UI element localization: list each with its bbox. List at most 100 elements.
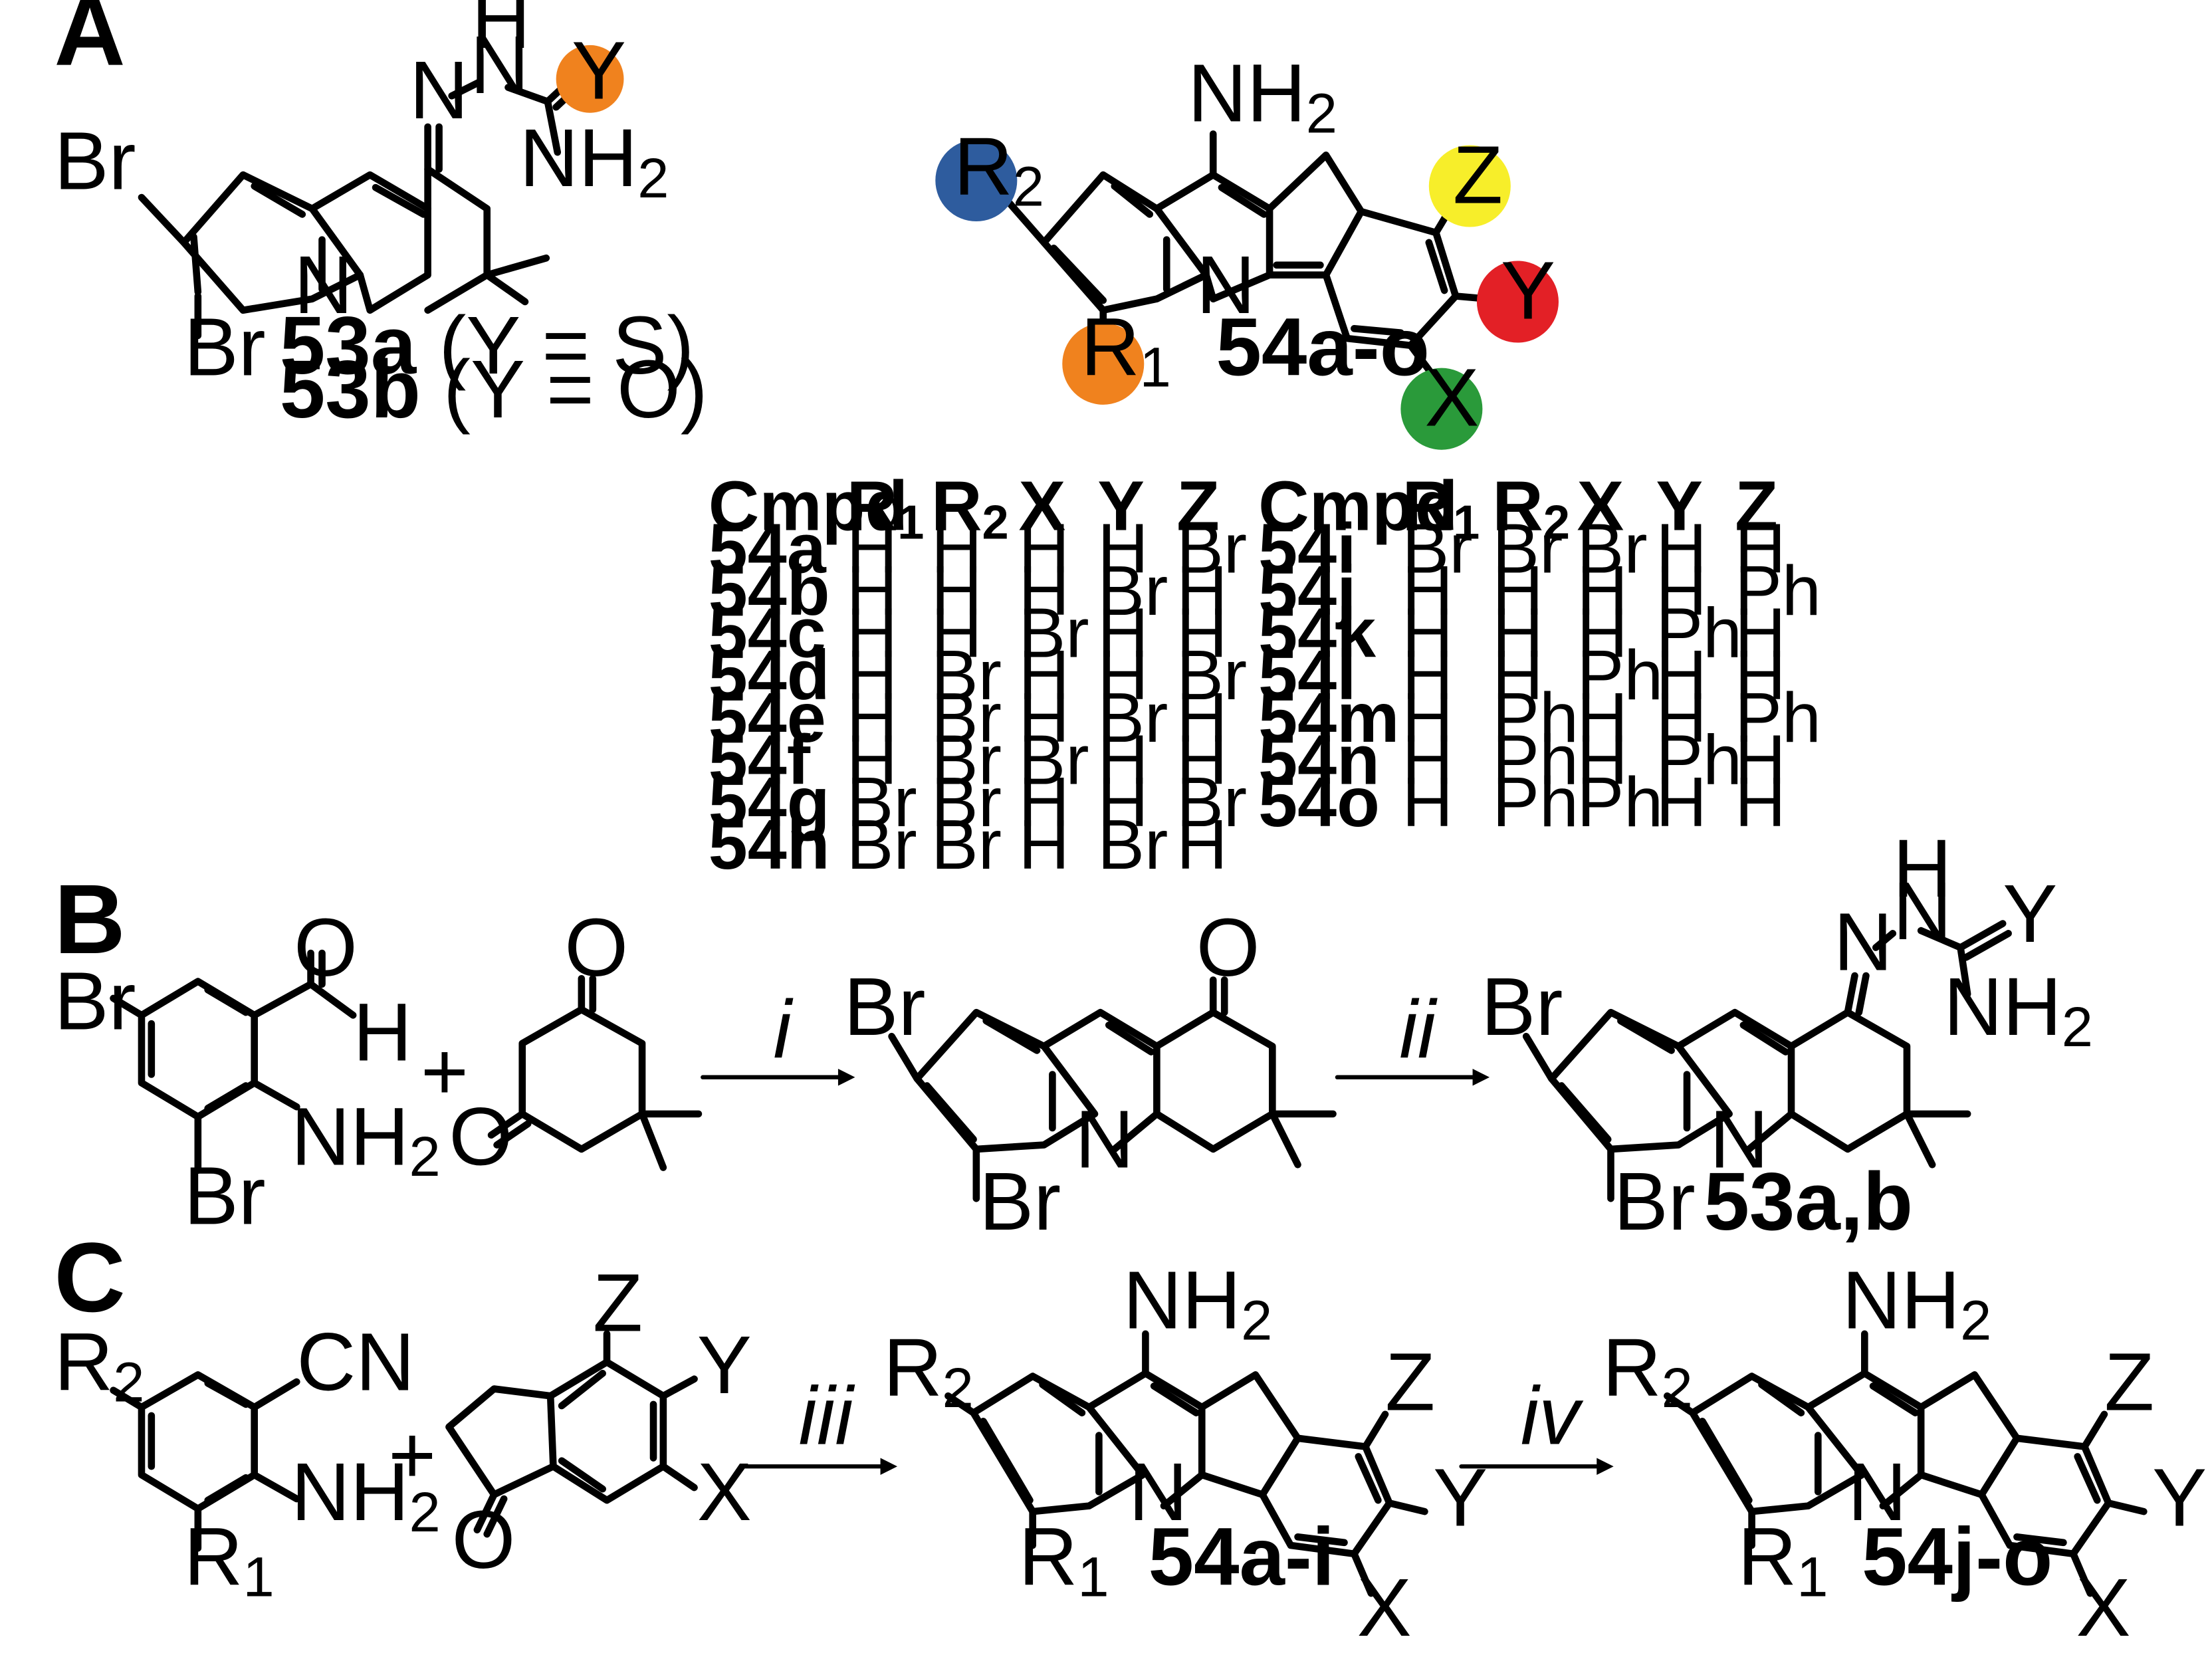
step-label-ii: ii xyxy=(1399,984,1438,1075)
structure-aminobenzonitrile-skeleton xyxy=(110,1371,300,1552)
substituent-y-label: Y xyxy=(2152,1452,2207,1543)
panel-label-b: B xyxy=(54,865,125,974)
table-cell-value: Ph xyxy=(1492,763,1579,841)
table-header-r1: R1 xyxy=(1402,467,1480,550)
table-cell-compound: 54h xyxy=(709,806,830,884)
atom-cn: CN xyxy=(296,1317,415,1408)
table-cell-value: Br xyxy=(1402,509,1472,588)
table-cell-compound: 54k xyxy=(1258,594,1377,673)
substituent-z-label: Z xyxy=(2104,1337,2154,1428)
table-header-r1: R1 xyxy=(847,467,925,550)
table-cell-value: H xyxy=(931,594,982,673)
table-cell-value: H xyxy=(1577,720,1628,799)
table-cell-value: H xyxy=(847,636,898,715)
plus-sign: + xyxy=(388,1410,436,1501)
substituent-r2-label: R2 xyxy=(54,1317,144,1414)
table-cell-value: Br xyxy=(847,806,917,884)
table-cell-value: Br xyxy=(1176,509,1247,588)
table-cell-value: Br xyxy=(931,679,1002,757)
substituent-r1-label: R1 xyxy=(1737,1511,1828,1608)
atom-n: N xyxy=(1893,866,1952,957)
table-cell-value: H xyxy=(1577,594,1628,673)
table-cell-value: H xyxy=(1097,720,1149,799)
table-cell-compound: 54j xyxy=(1258,552,1356,630)
table-cell-value: H xyxy=(931,509,982,588)
table-header-cmpd: Cmpd xyxy=(1258,467,1458,546)
table-cell-value: Ph xyxy=(1735,552,1821,630)
table-cell-value: H xyxy=(1176,594,1228,673)
table-cell-value: H xyxy=(1176,806,1228,884)
table-cell-value: Br xyxy=(1176,636,1247,715)
table-cell-compound: 54g xyxy=(709,763,830,841)
table-cell-value: Br xyxy=(931,806,1002,884)
table-cell-compound: 54n xyxy=(1258,720,1380,799)
table-cell-value: Ph xyxy=(1656,720,1742,799)
table-cell-value: Ph xyxy=(1735,679,1821,757)
table-cell-value: Br xyxy=(1018,720,1089,799)
reaction-arrow-iii xyxy=(742,1458,898,1475)
structure-dimedone-skeleton xyxy=(487,974,703,1171)
table-cell-value: H xyxy=(1176,720,1228,799)
atom-nh2: NH2 xyxy=(1188,48,1337,144)
table-header-r2: R2 xyxy=(1492,467,1570,550)
atom-nh2: NH2 xyxy=(520,113,669,209)
step-label-iv: iv xyxy=(1521,1371,1584,1462)
r2-substituent-circle xyxy=(935,140,1018,222)
step-label-iii: iii xyxy=(799,1371,856,1462)
table-cell-compound: 54f xyxy=(709,720,811,799)
table-header-x: X xyxy=(1577,467,1624,546)
table-cell-value: H xyxy=(1735,763,1786,841)
substituent-r1-label: R1 xyxy=(184,1511,275,1608)
atom-h: H xyxy=(1893,824,1952,915)
table-cell-value: H xyxy=(1492,636,1543,715)
structure-54a-i-skeleton xyxy=(944,1330,1428,1597)
table-cell-value: H xyxy=(1656,509,1707,588)
z-substituent-circle xyxy=(1428,145,1511,227)
atom-n: N xyxy=(1129,1447,1188,1538)
compound-label-53ab: 53a,b xyxy=(1704,1157,1913,1248)
table-cell-value: H xyxy=(1656,679,1707,757)
table-header-y: Y xyxy=(1097,467,1145,546)
atom-n: N xyxy=(1075,1095,1134,1186)
table-cell-compound: 54i xyxy=(1258,509,1356,588)
atom-br: Br xyxy=(184,302,266,393)
table-cell-compound: 54o xyxy=(1258,763,1380,841)
table-header-r2: R2 xyxy=(931,467,1009,550)
atom-n: N xyxy=(1196,240,1256,331)
compound-label-54j-o: 54j-o xyxy=(1862,1511,2052,1603)
table-cell-value: H xyxy=(1577,679,1628,757)
table-cell-value: Br xyxy=(1097,552,1168,630)
table-cell-value: H xyxy=(1018,636,1069,715)
atom-h: H xyxy=(471,0,530,66)
atom-n: N xyxy=(1848,1447,1907,1538)
table-cell-value: Br xyxy=(931,763,1002,841)
substituent-r1-label: R1 xyxy=(1081,302,1171,398)
atom-br: Br xyxy=(184,1151,266,1242)
table-header-y: Y xyxy=(1656,467,1703,546)
y-substituent-circle-53 xyxy=(556,45,624,113)
table-cell-value: Ph xyxy=(1577,636,1664,715)
table-cell-compound: 54a xyxy=(709,509,827,588)
table-cell-value: Br xyxy=(1577,509,1648,588)
table-cell-value: Br xyxy=(931,636,1002,715)
table-cell-value: Br xyxy=(1492,509,1563,588)
table-header-z: Z xyxy=(1735,467,1778,546)
table-cell-value: H xyxy=(1402,720,1453,799)
table-cell-value: H xyxy=(1735,594,1786,673)
table-cell-value: Br xyxy=(931,720,1002,799)
table-cell-value: Br xyxy=(1176,763,1247,841)
table-cell-value: H xyxy=(1656,763,1707,841)
table-cell-value: H xyxy=(1402,636,1453,715)
atom-y: Y xyxy=(2003,869,2057,960)
compound-label-53a: 53a (Y = S) xyxy=(280,300,695,391)
atom-br: Br xyxy=(54,116,136,207)
table-cell-value: H xyxy=(1656,636,1707,715)
table-cell-value: Ph xyxy=(1656,594,1742,673)
atom-h: H xyxy=(353,987,412,1078)
table-cell-value: Ph xyxy=(1492,679,1579,757)
compound-label-54a-o: 54a-o xyxy=(1216,302,1429,393)
reaction-arrow-ii xyxy=(1335,1069,1490,1086)
